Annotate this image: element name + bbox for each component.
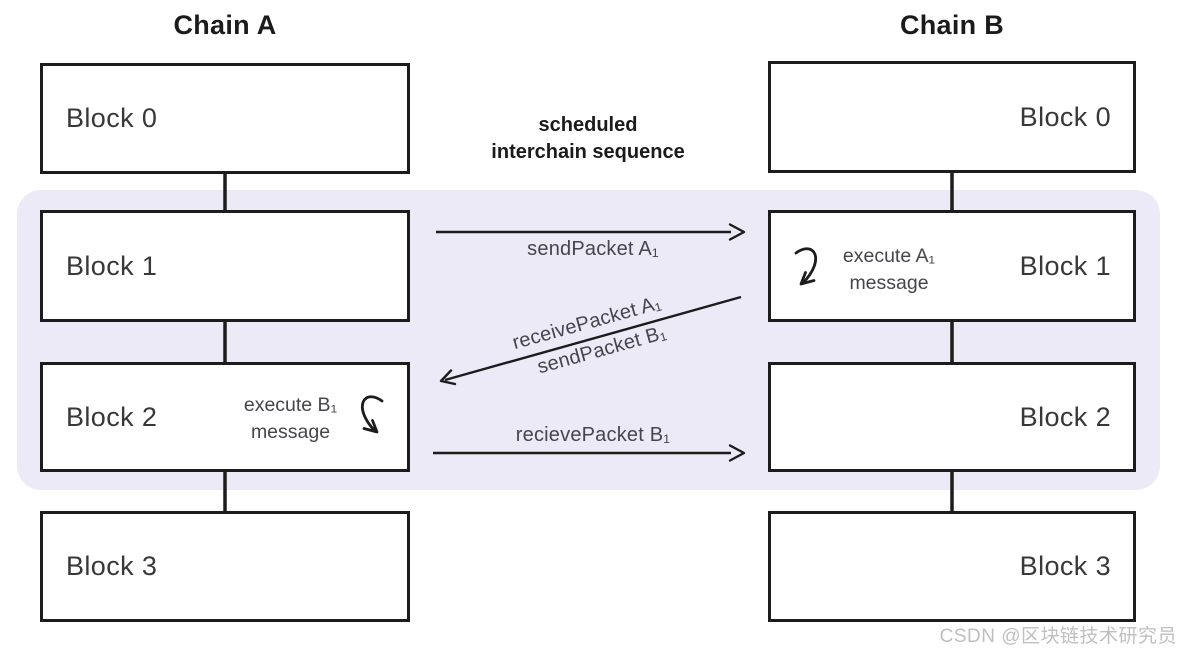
execute-b-line-2: message [250, 421, 331, 443]
note-line-1: scheduled [538, 114, 638, 136]
block-label: Block 3 [66, 551, 158, 581]
chain-b-block-3: Block 3 [768, 511, 1136, 622]
receive-packet-b-arrow [433, 444, 746, 462]
block-label: Block 2 [1019, 401, 1111, 432]
receive-packet-b-label: recievePacket B₁ [515, 424, 671, 446]
chain-a-title: Chain A [173, 10, 277, 40]
send-packet-a-label: sendPacket A₁ [527, 238, 659, 260]
chain-b-title: Chain B [899, 10, 1005, 40]
execute-a-note: execute A₁ message [834, 243, 944, 297]
chain-a-block-2: Block 2 [40, 362, 410, 472]
block-label: Block 1 [66, 250, 158, 281]
execute-b-note: execute B₁ message [233, 392, 348, 446]
chain-b-block-2: Block 2 [768, 362, 1136, 472]
execute-loop-arrow-icon [361, 395, 384, 434]
execute-b-line-1: execute B₁ [243, 394, 338, 416]
send-packet-a-arrow [436, 223, 746, 241]
chain-b-block-0: Block 0 [768, 61, 1136, 173]
chain-a-block-3: Block 3 [40, 511, 410, 622]
block-label: Block 2 [66, 401, 158, 432]
block-label: Block 0 [1019, 101, 1111, 132]
execute-loop-arrow-icon [794, 247, 817, 286]
csdn-watermark: CSDN @区块链技术研究员 [939, 626, 1177, 647]
receive-packet-a-arrow [439, 295, 742, 386]
block-label: Block 3 [1019, 551, 1111, 581]
chain-a-block-0: Block 0 [40, 63, 410, 174]
block-label: Block 0 [66, 103, 158, 133]
execute-a-line-1: execute A₁ [842, 245, 936, 267]
chain-a-block-1: Block 1 [40, 210, 410, 322]
execute-a-line-2: message [849, 272, 929, 294]
scheduled-sequence-note: scheduled interchain sequence [458, 112, 718, 166]
note-line-2: interchain sequence [491, 141, 685, 163]
block-label: Block 1 [1019, 250, 1111, 281]
chain-b-block-1: Block 1 [768, 210, 1136, 322]
